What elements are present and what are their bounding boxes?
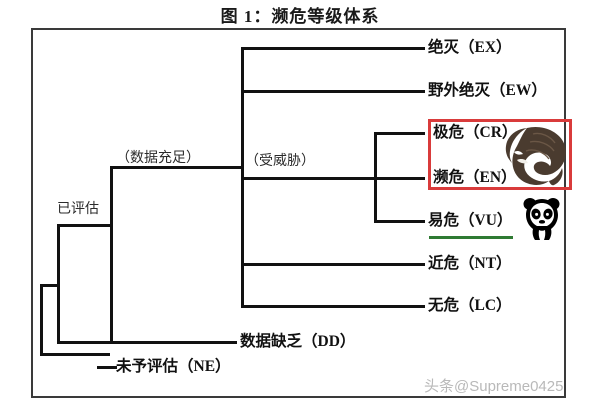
- watermark-text: 头条@Supreme0425: [424, 378, 564, 395]
- tree-line-ew: [241, 90, 425, 93]
- tree-root-to-evaluated: [40, 284, 60, 287]
- highlight-box-cr-en: [428, 119, 572, 190]
- leaf-label-nt: 近危（NT）: [428, 255, 512, 272]
- node-label-data-sufficient: （数据充足）: [116, 151, 200, 166]
- tree-datasufficient-vertical: [110, 166, 113, 343]
- leaf-label-ne: 未予评估（NE）: [116, 358, 231, 375]
- tree-line-ex: [241, 47, 425, 50]
- pangolin-icon: [505, 126, 566, 186]
- tree-evaluated-to-dd-stub: [57, 341, 113, 344]
- leaf-label-cr: 极危（CR）: [433, 124, 518, 141]
- threatened-threshold-line: [429, 236, 513, 239]
- leaf-label-ew: 野外绝灭（EW）: [428, 82, 547, 99]
- leaf-label-dd: 数据缺乏（DD）: [240, 333, 356, 350]
- node-label-evaluated: 已评估: [57, 202, 99, 217]
- leaf-label-ex: 绝灭（EX）: [428, 39, 512, 56]
- tree-root-to-ne: [40, 353, 110, 356]
- tree-datasufficient-to-threatened: [110, 166, 243, 169]
- tree-evaluated-vertical: [57, 224, 60, 344]
- tree-line-nt: [241, 263, 425, 266]
- tree-root-vertical: [40, 284, 43, 356]
- tree-datasufficient-to-dd: [110, 341, 237, 344]
- tree-line-vu: [374, 220, 425, 223]
- figure-border: [31, 28, 566, 398]
- tree-line-ne: [97, 366, 117, 369]
- leaf-label-lc: 无危（LC）: [428, 297, 512, 314]
- tree-evaluated-to-datasufficient: [57, 224, 113, 227]
- tree-line-cr: [374, 132, 425, 135]
- figure-title: 图 1：濒危等级体系: [220, 7, 380, 26]
- leaf-label-vu: 易危（VU）: [428, 212, 513, 229]
- tree-line-threatened: [241, 177, 377, 180]
- tree-line-en: [374, 177, 425, 180]
- tree-line-lc: [241, 305, 425, 308]
- wwf-panda-logo-icon: [523, 198, 560, 240]
- node-label-threatened: （受威胁）: [245, 154, 315, 169]
- leaf-label-en: 濒危（EN）: [433, 169, 517, 186]
